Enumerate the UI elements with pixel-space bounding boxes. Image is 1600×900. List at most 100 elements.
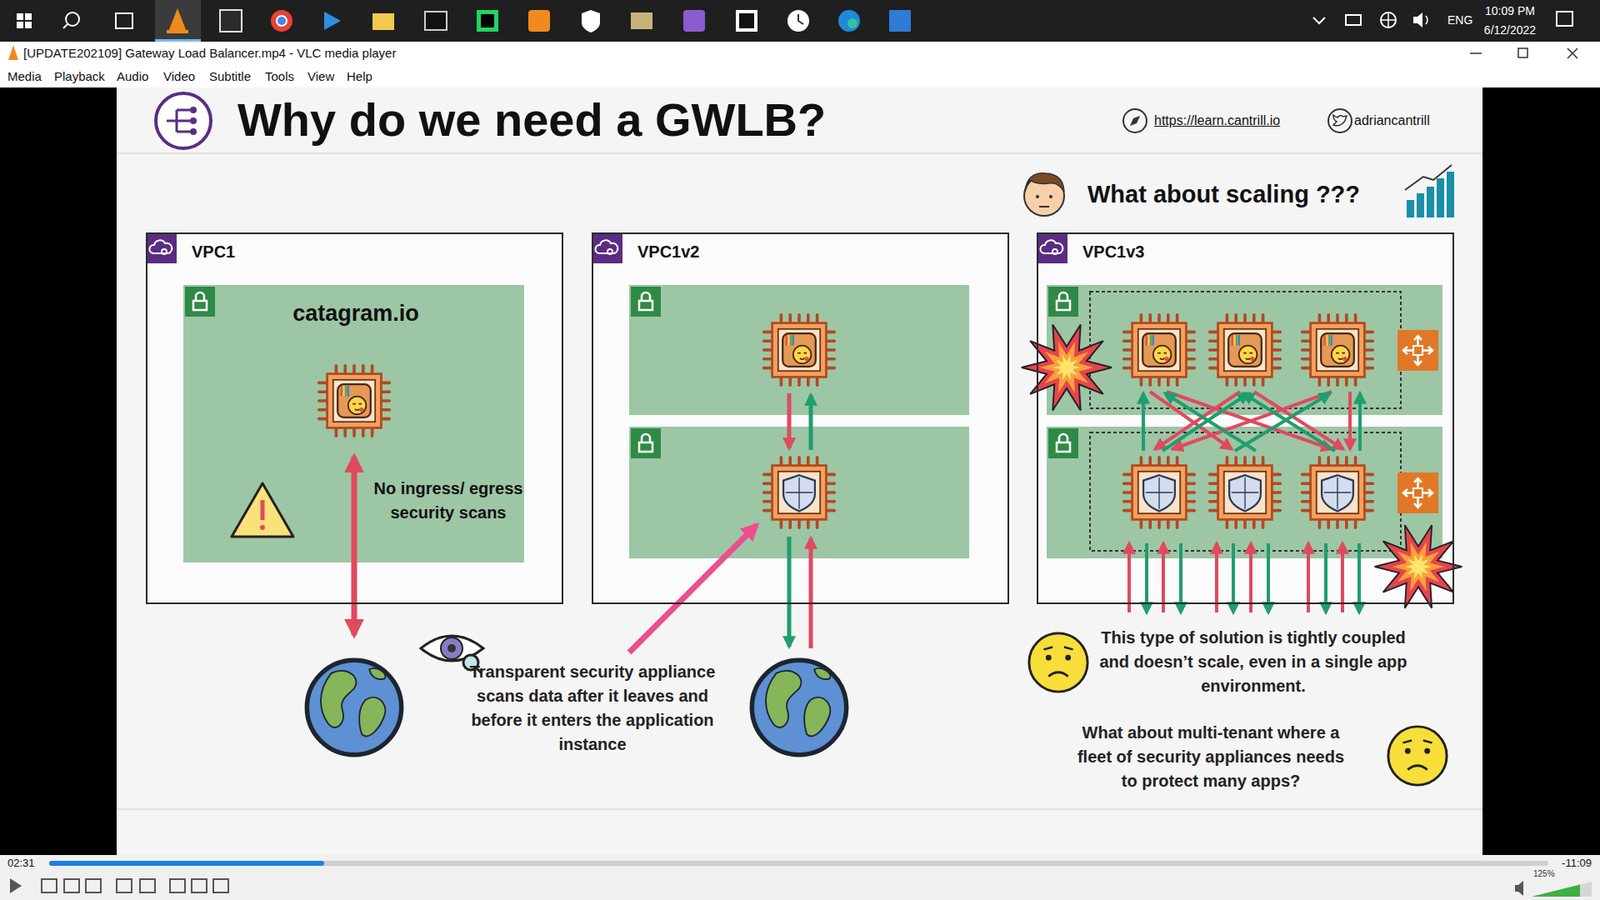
taskbar: [798, 14, 804, 25]
vpc1v2-illustration: [764, 457, 835, 529]
vpc1-illustration: [319, 365, 390, 437]
taskbar: [581, 10, 600, 33]
multi-tenant-note: What about multi-tenant where a fleet of…: [1069, 720, 1353, 794]
vpc1v3-illustration: [1243, 393, 1335, 451]
vpc1v3-illustration: [1375, 525, 1463, 608]
vpc1-illustration: [145, 232, 177, 264]
taskbar: [1380, 12, 1396, 28]
vpc1v3-illustration: [1306, 543, 1310, 613]
menu-item-holder: Media: [7, 69, 42, 85]
compass-icon: [1123, 109, 1147, 133]
vpc1v3-illustration: [1235, 393, 1330, 451]
vpc1v3-illustration: [1048, 428, 1079, 459]
coupling-note: This type of solution is tightly coupled…: [1099, 625, 1408, 699]
bar-chart-icon: [1406, 200, 1415, 218]
tray-date: 6/12/2022: [1468, 23, 1552, 38]
vpc1v3-illustration: [1165, 393, 1256, 451]
taskbar: [276, 15, 287, 26]
vpc1v2-illustration: [591, 232, 623, 264]
menu-item-holder: Audio: [116, 69, 149, 85]
vpc1v2-illustration: [629, 426, 970, 559]
vpc1v3-illustration: [1090, 432, 1401, 551]
vpc1-illustration: [185, 286, 215, 317]
taskbar: [324, 11, 341, 30]
remaining-time-holder: -11:09: [1561, 856, 1592, 870]
gwlb-icon: [155, 93, 211, 149]
taskbar: [630, 12, 653, 30]
presenter-face: [1035, 195, 1040, 199]
vpc-box: VPC1catagram.ioNo ingress/ egress securi…: [145, 232, 564, 605]
gwlb-icon: [190, 106, 197, 114]
twitter-icon: [1328, 109, 1352, 133]
course-url-holder: https://learn.cantrill.io: [1154, 112, 1280, 129]
window-chrome: [191, 879, 207, 893]
slide-title-holder: Why do we need a GWLB?: [237, 91, 826, 148]
tray-language: ENG: [1447, 13, 1473, 28]
vpc1-illustration: [260, 500, 265, 520]
window-chrome: [0, 41, 1600, 900]
taskbar: [155, 39, 201, 42]
menu-item-holder: Tools: [265, 69, 295, 85]
taskbar: [480, 14, 495, 28]
taskbar: [838, 10, 860, 32]
window-chrome: [1531, 881, 1592, 897]
vpc1v3-illustration: [1090, 291, 1401, 409]
menu-item: Media: [7, 69, 42, 85]
vpc1v3-illustration: [1324, 543, 1328, 613]
vpc1v3-illustration: [1231, 543, 1235, 613]
taskbar: [115, 13, 133, 29]
sad-face: [1388, 726, 1447, 785]
eye-icon: [447, 644, 456, 653]
elapsed-time: 02:31: [7, 856, 35, 870]
taskbar: [270, 10, 293, 32]
subnet-heading-holder: catagram.io: [230, 300, 481, 327]
subnet-box: catagram.ioNo ingress/ egress security s…: [185, 286, 535, 565]
slide-background: [116, 87, 1483, 855]
vpc1v3-illustration: [1397, 330, 1439, 371]
vpc1v3-illustration: [1127, 543, 1131, 613]
taskbar: [528, 10, 550, 32]
taskbar: [25, 13, 32, 20]
presenter-face: [1025, 173, 1065, 192]
menu-item-holder: Video: [163, 69, 195, 85]
taskbar: [787, 10, 810, 32]
taskbar: [1313, 17, 1325, 24]
twitter-handle-holder: adriancantrill: [1354, 112, 1430, 129]
compass-icon: [1130, 115, 1140, 126]
window-title-holder: [UPDATE202109] Gateway Load Balancer.mp4…: [23, 45, 396, 61]
coupling-note-holder: This type of solution is tightly coupled…: [1099, 625, 1408, 699]
taskbar: [1380, 12, 1396, 28]
tray-language-holder: ENG: [1447, 13, 1473, 28]
menu-item: Help: [346, 69, 373, 85]
scaling-question-holder: What about scaling ???: [1087, 180, 1360, 210]
bar-chart-icon: [1416, 193, 1425, 218]
vpc1v3-illustration: [1141, 393, 1145, 451]
vpc1v3-illustration: [1048, 286, 1079, 317]
menu-item: Subtitle: [209, 69, 251, 85]
vpc1v3-illustration: [1124, 315, 1195, 386]
window-chrome: [1470, 52, 1482, 55]
menu-item-holder: Subtitle: [209, 69, 251, 85]
tray-time-holder: 10:09 PM: [1468, 4, 1552, 19]
vpc1v2-illustration: [629, 285, 970, 415]
gwlb-icon: [155, 93, 211, 149]
volume-level: 125%: [1533, 869, 1555, 880]
vpc1v2-illustration: [630, 286, 661, 317]
window-chrome: [1515, 880, 1524, 896]
taskbar: [16, 21, 24, 29]
vpc1v3-illustration: [1210, 457, 1281, 529]
vpc1v3-illustration: [1357, 543, 1361, 613]
vpc1-illustration: [260, 525, 265, 530]
window-chrome: [170, 879, 185, 893]
window-chrome: [1531, 885, 1580, 898]
menu-item-holder: Help: [346, 69, 373, 85]
vpc1v3-illustration: [1161, 543, 1165, 613]
vpc1v3-illustration: [1162, 393, 1249, 451]
vpc1v3-illustration: [1302, 315, 1374, 386]
taskbar: [0, 0, 1600, 42]
bar-chart-icon: [1446, 171, 1455, 218]
taskbar: [889, 10, 911, 32]
vpc1v3-illustration: [1129, 543, 1360, 613]
taskbar: [1425, 15, 1428, 25]
window-chrome: [49, 860, 325, 866]
